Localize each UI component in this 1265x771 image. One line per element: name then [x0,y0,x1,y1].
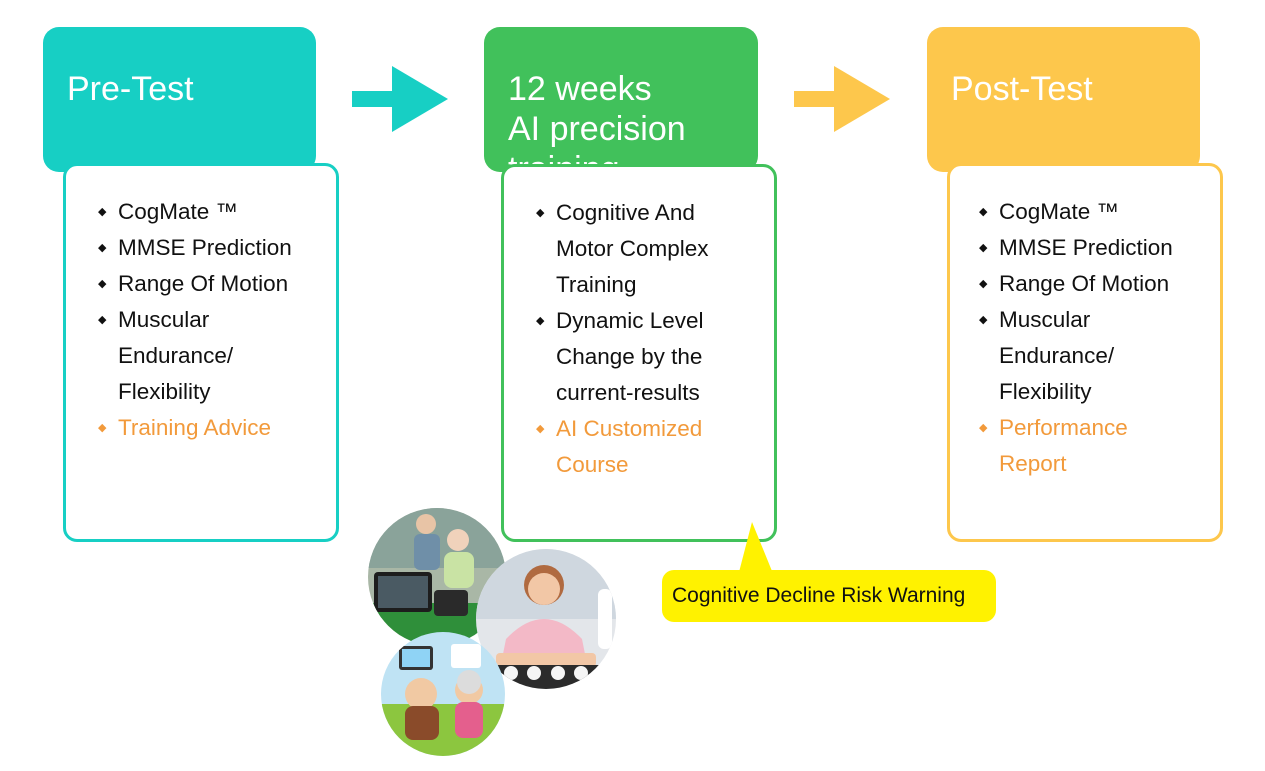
right-arrow-icon [794,66,890,132]
right-arrow-icon [352,66,448,132]
pre-test-list: CogMate ™ MMSE Prediction Range Of Motio… [98,194,292,446]
training-card: Cognitive And Motor Complex Training Dyn… [501,164,777,542]
list-item: CogMate ™ [98,194,292,230]
list-item-highlight: Training Advice [98,410,292,446]
list-item: Range Of Motion [98,266,292,302]
list-item: MMSE Prediction [979,230,1173,266]
list-item-highlight: Performance Report [979,410,1173,482]
list-item: CogMate ™ [979,194,1173,230]
list-item: Dynamic Level Change by the current-resu… [536,303,709,411]
post-test-list: CogMate ™ MMSE Prediction Range Of Motio… [979,194,1173,482]
list-item: MMSE Prediction [98,230,292,266]
pre-test-card: CogMate ™ MMSE Prediction Range Of Motio… [63,163,339,542]
list-item: Range Of Motion [979,266,1173,302]
cartoon-elderly-photo [381,632,505,756]
list-item: Muscular Endurance/ Flexibility [979,302,1173,410]
pre-test-header: Pre-Test [43,27,316,172]
training-header: 12 weeks AI precision training [484,27,758,188]
pre-test-title: Pre-Test [67,70,194,108]
callout-pointer [738,522,774,576]
list-item: Cognitive And Motor Complex Training [536,195,709,303]
post-test-header: Post-Test [927,27,1200,172]
risk-warning-callout: Cognitive Decline Risk Warning [662,570,996,622]
post-test-title: Post-Test [951,70,1093,108]
list-item: Muscular Endurance/ Flexibility [98,302,292,410]
list-item-highlight: AI Customized Course [536,411,709,483]
training-title-line: AI precision [508,110,686,148]
training-list: Cognitive And Motor Complex Training Dyn… [536,195,709,483]
training-title-line: 12 weeks [508,70,652,108]
post-test-card: CogMate ™ MMSE Prediction Range Of Motio… [947,163,1223,542]
